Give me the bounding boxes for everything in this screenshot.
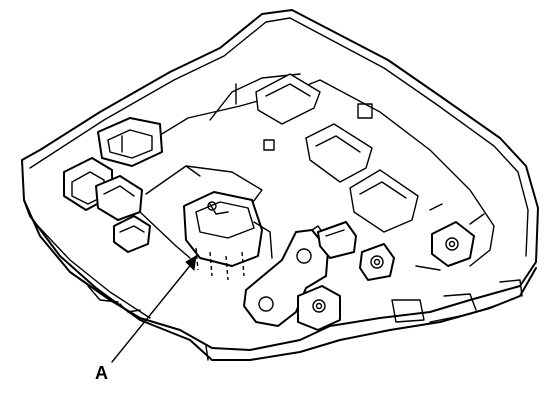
inner-panel [151, 73, 495, 267]
fuse-slot-group [255, 73, 419, 233]
callout-label-a: A [95, 363, 108, 383]
small-connector-icon [317, 221, 357, 259]
bolt-terminal-icon [297, 203, 485, 331]
mounting-bracket-icon [243, 225, 333, 327]
relay-fuse-box-body-icon [21, 9, 539, 361]
terminal-block-icon [63, 157, 151, 253]
callout-arrow-icon [111, 255, 197, 363]
connector-icon [97, 117, 163, 167]
relay-component-icon [183, 191, 273, 281]
relay-recess [139, 165, 263, 259]
